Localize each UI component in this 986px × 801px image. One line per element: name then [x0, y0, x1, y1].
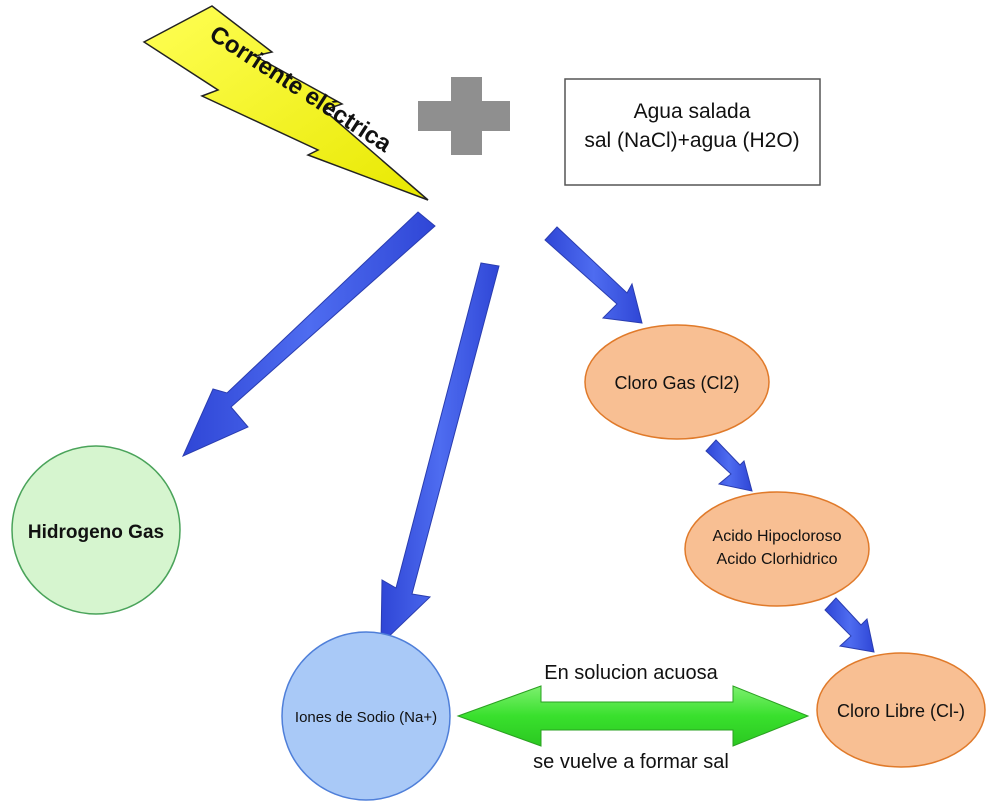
hypochlorous-acid-label: Acido Hipocloroso	[713, 528, 842, 545]
double-arrow-icon	[456, 685, 810, 747]
arrow-to-chlorine-gas	[544, 226, 643, 324]
link-top-label: En solucion acuosa	[544, 662, 718, 684]
plus-icon	[418, 77, 510, 155]
arrow-to-free-chlorine	[824, 597, 875, 653]
arrow-to-acids	[705, 439, 753, 492]
salt-water-title: Agua salada	[634, 100, 751, 123]
arrow-to-sodium	[380, 262, 500, 646]
acids-node: Acido Hipocloroso Acido Clorhidrico	[684, 491, 870, 607]
free-chlorine-node: Cloro Libre (Cl-)	[816, 652, 986, 768]
hydrogen-gas-label: Hidrogeno Gas	[28, 522, 164, 543]
salt-water-box: Agua salada sal (NaCl)+agua (H2O)	[564, 78, 821, 186]
arrow-to-hydrogen	[182, 211, 436, 457]
chlorine-gas-label: Cloro Gas (Cl2)	[614, 373, 739, 393]
salt-water-formula: sal (NaCl)+agua (H2O)	[584, 129, 799, 152]
hydrogen-gas-node: Hidrogeno Gas	[11, 445, 181, 615]
sodium-ions-label: Iones de Sodio (Na+)	[295, 709, 437, 726]
hydrochloric-acid-label: Acido Clorhidrico	[717, 551, 838, 568]
free-chlorine-label: Cloro Libre (Cl-)	[837, 701, 965, 721]
sodium-ions-node: Iones de Sodio (Na+)	[281, 631, 451, 801]
link-bottom-label: se vuelve a formar sal	[533, 751, 729, 773]
chlorine-gas-node: Cloro Gas (Cl2)	[584, 324, 770, 440]
lightning-bolt-icon: Corriente eléctrica	[142, 5, 429, 201]
